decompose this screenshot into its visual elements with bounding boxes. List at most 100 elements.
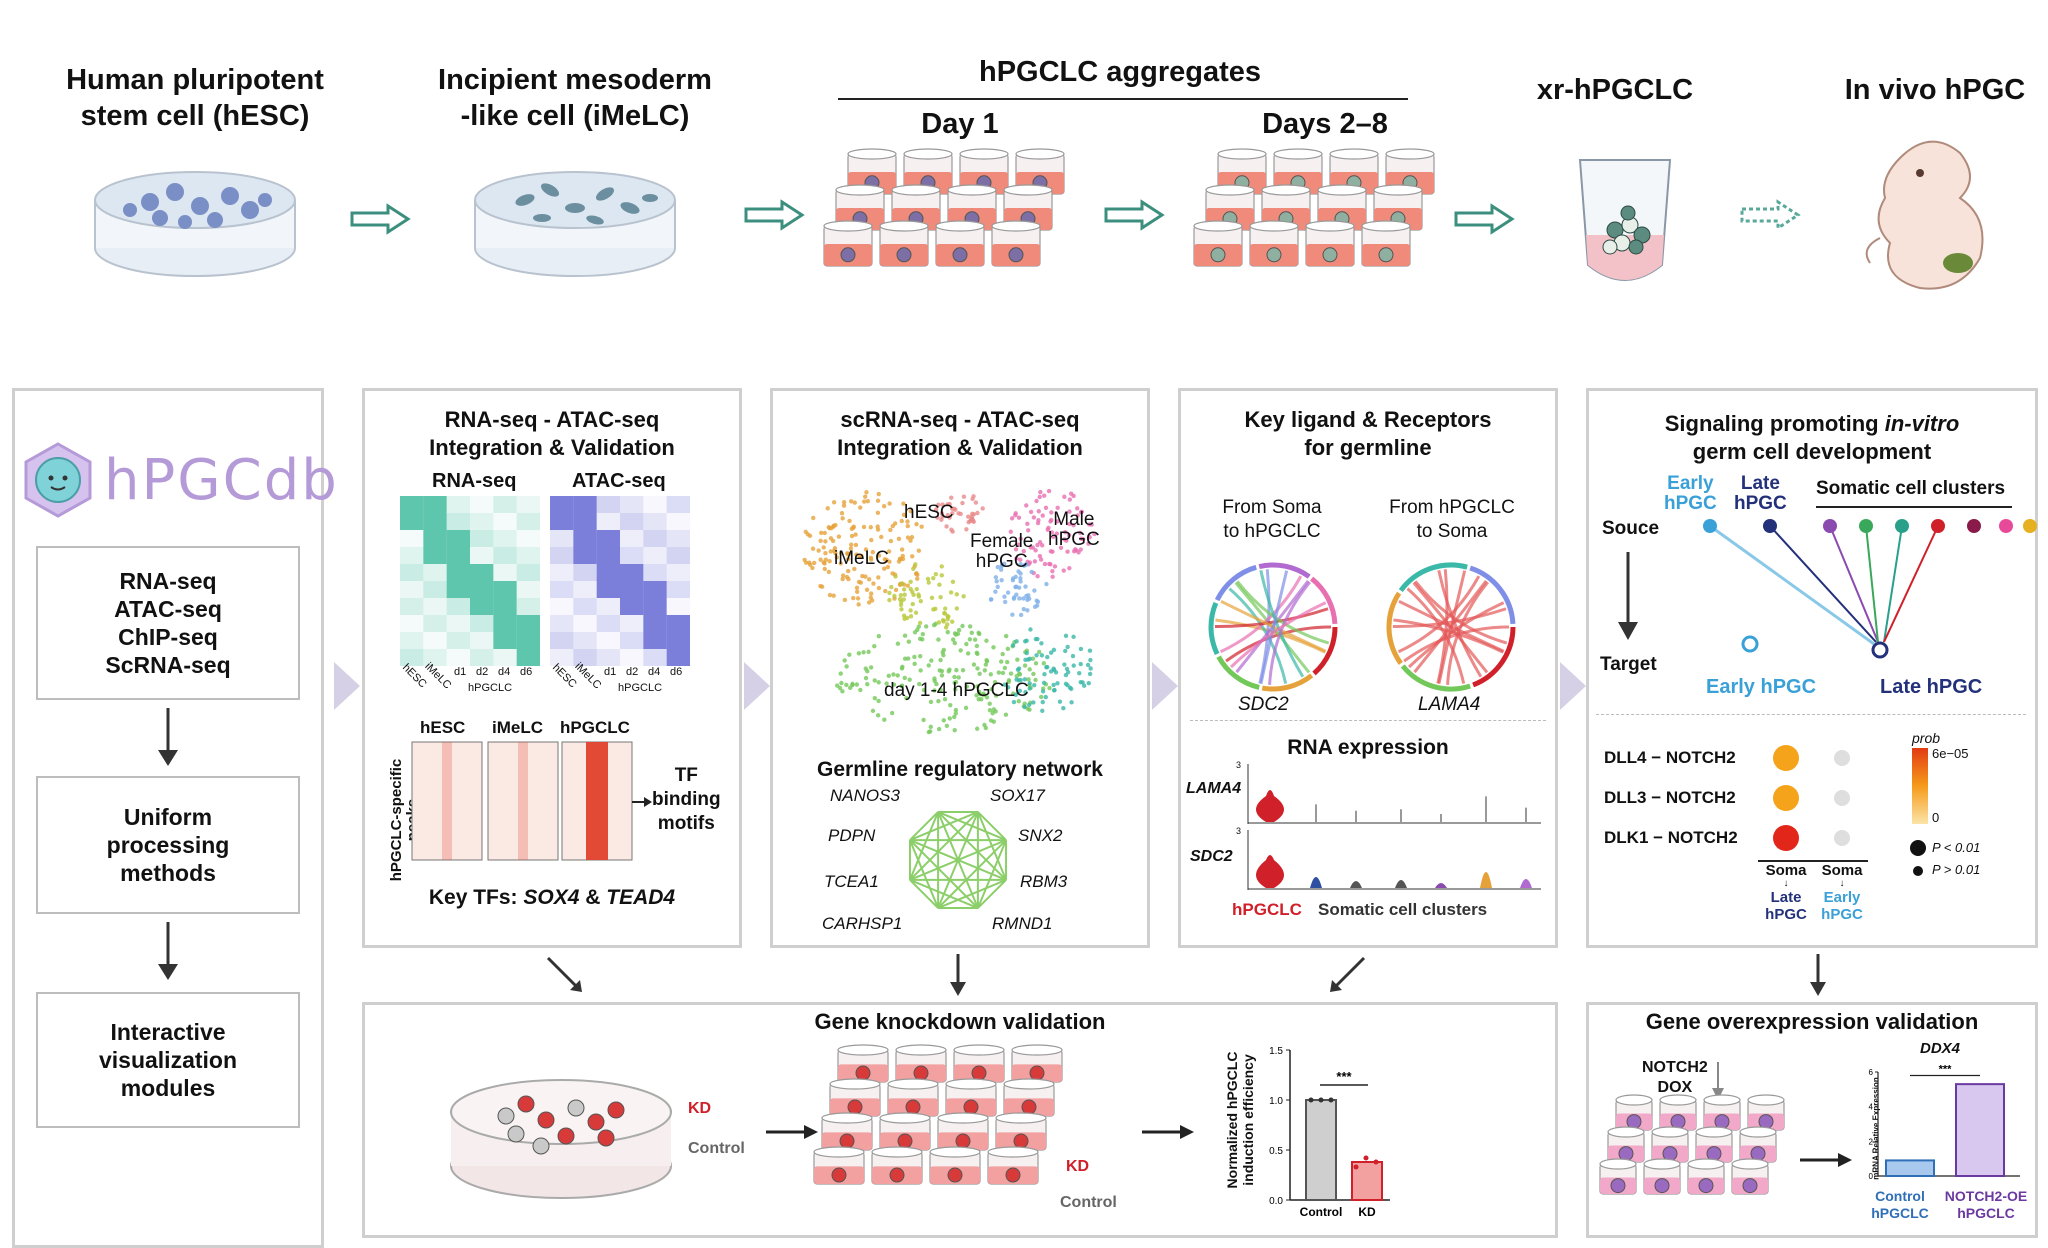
umap-point [858, 505, 863, 510]
umap-point [1042, 561, 1048, 567]
heatmap-cell [643, 649, 667, 666]
heatmap-cell [446, 615, 470, 632]
chord-arc [1386, 591, 1403, 665]
umap-point [1035, 574, 1040, 579]
umap-point [887, 501, 892, 506]
umap-point [1025, 597, 1030, 602]
rna-heatmap [400, 496, 540, 666]
down-arrow-1 [546, 956, 582, 992]
umap-point [844, 682, 849, 688]
umap-point [931, 575, 936, 581]
umap-point [1036, 518, 1041, 523]
umap-point [905, 583, 910, 588]
umap-point [921, 717, 926, 723]
umap-point [819, 530, 824, 536]
well-rim [1261, 184, 1311, 196]
umap-point [1044, 581, 1049, 587]
umap-point [970, 496, 975, 502]
umap-point [1013, 547, 1019, 552]
umap-point [1057, 699, 1063, 704]
umap-point [888, 527, 893, 533]
umap-point [866, 649, 871, 655]
umap-point [994, 579, 999, 584]
umap-point [882, 566, 887, 571]
heatmap-cell [470, 547, 494, 564]
aggregate [831, 1167, 847, 1183]
network-edge [976, 839, 1007, 909]
umap-point [831, 500, 837, 505]
signal-edge [1829, 525, 1879, 643]
umap-point [1049, 530, 1055, 535]
heatmap-cell [643, 496, 667, 513]
umap-point [952, 631, 958, 636]
aggregate [1322, 247, 1338, 263]
umap-point [885, 564, 891, 570]
umap-point [872, 643, 877, 649]
heatmap-cell [643, 615, 667, 632]
kd-point [1363, 1155, 1369, 1161]
well-rim [1249, 220, 1299, 232]
dotplot-dot-early [1834, 790, 1850, 806]
umap-point [916, 624, 921, 629]
umap-point [1018, 576, 1023, 581]
pair-dlk1: DLK1 − NOTCH2 [1604, 828, 1738, 847]
heatmap-cell [596, 598, 620, 615]
heatmap-cell [400, 547, 424, 564]
umap-point [917, 636, 923, 641]
umap-point [956, 627, 962, 633]
umap-point [870, 708, 876, 714]
cell [537, 1111, 555, 1129]
network-edge [937, 811, 1007, 842]
umap-point [1066, 532, 1072, 538]
umap-point [969, 630, 975, 635]
umap-point [1013, 584, 1018, 590]
umap-point [949, 506, 955, 511]
heatmap-cell [666, 598, 690, 615]
umap-point [853, 532, 858, 537]
umap-point [1063, 648, 1068, 654]
umap-point [1065, 549, 1070, 554]
heatmap-cell [400, 632, 424, 649]
umap-point [975, 651, 980, 657]
chord-link [1228, 587, 1288, 684]
source-early-label: Early hPGC [1664, 473, 1717, 514]
signal-edge [1883, 525, 1903, 643]
umap-point [1054, 531, 1060, 536]
umap-point [926, 580, 931, 585]
umap-point [819, 584, 825, 589]
umap-point [1071, 663, 1076, 668]
panel2-title: scRNA-seq - ATAC-seq Integration & Valid… [837, 407, 1083, 460]
umap-point [849, 533, 855, 539]
heatmap-cell [423, 513, 447, 530]
atac-seq-label: ATAC-seq [572, 470, 666, 492]
umap-point [1042, 672, 1047, 677]
oe-bar [1885, 1159, 1935, 1178]
umap-point [879, 534, 884, 540]
heatmap-cell [550, 598, 574, 615]
tf-arrow [632, 797, 652, 807]
umap-point [940, 514, 945, 519]
umap-point [1021, 563, 1027, 568]
umap-point [945, 502, 950, 507]
umap-point [980, 506, 985, 511]
umap-point [890, 571, 895, 576]
peaks-signal [586, 742, 608, 860]
umap-point [915, 576, 920, 581]
heatmap-cell [550, 530, 574, 547]
top-arrow-2 [744, 199, 805, 231]
umap-point [908, 538, 913, 543]
umap-point [952, 640, 958, 646]
chord-diagram-right [1386, 562, 1516, 692]
umap-point [932, 676, 937, 681]
aggregate [952, 247, 968, 263]
network-edge [909, 811, 979, 842]
well-rim [837, 1044, 889, 1056]
umap-point [914, 586, 919, 592]
heatmap-cell [470, 513, 494, 530]
umap-point [1022, 701, 1027, 706]
signaling-network [1703, 519, 2037, 659]
umap-point [876, 491, 881, 497]
umap-point [901, 597, 906, 602]
well-rim [1615, 1094, 1653, 1106]
